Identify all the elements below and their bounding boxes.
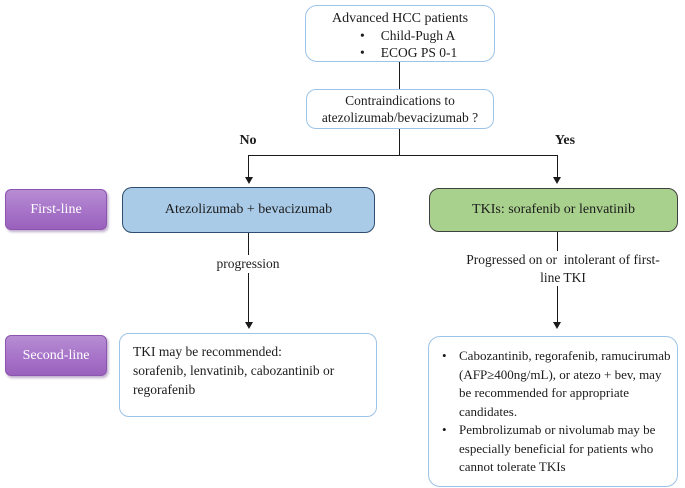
arrowhead-no — [244, 177, 253, 184]
first-line-atezo-bev-box: Atezolizumab + bevacizumab — [122, 187, 375, 233]
arrowhead-progression — [244, 322, 253, 329]
patient-criteria-box: Advanced HCC patients Child-Pugh A ECOG … — [305, 5, 495, 62]
edge-label-progression: progression — [203, 255, 293, 273]
connector-question-to-branch — [399, 129, 401, 155]
first-line-tki-box: TKIs: sorafenib or lenvatinib — [429, 188, 678, 232]
patient-criteria-title: Advanced HCC patients — [331, 11, 469, 26]
patient-criteria-bullet: Child-Pugh A — [306, 27, 494, 44]
second-line-option-bullet: Cabozantinib, regorafenib, ramucirumab (… — [429, 347, 674, 421]
patient-criteria-bullet: ECOG PS 0-1 — [306, 44, 494, 61]
branch-no-line — [248, 155, 250, 177]
arrow-progression-line — [247, 233, 249, 322]
edge-label-progressed-intolerant: Progressed on or intolerant of first- li… — [438, 251, 685, 286]
arrowhead-progressed — [553, 322, 561, 329]
branch-horizontal-line — [248, 155, 558, 157]
arrowhead-yes — [553, 177, 561, 184]
branch-yes-label: Yes — [554, 133, 576, 148]
branch-yes-line — [556, 155, 558, 177]
stage-label-first-line: First-line — [5, 189, 107, 230]
connector-top-to-question — [399, 62, 401, 89]
second-line-options-box: Cabozantinib, regorafenib, ramucirumab (… — [428, 336, 678, 487]
second-line-option-bullet: Pembrolizumab or nivolumab may be especi… — [429, 421, 674, 477]
stage-label-second-line: Second-line — [5, 335, 107, 376]
branch-no-label: No — [239, 133, 257, 148]
second-line-tki-box: TKI may be recommended: sorafenib, lenva… — [119, 333, 377, 417]
contraindication-question-box: Contraindications to atezolizumab/bevaci… — [306, 89, 494, 129]
